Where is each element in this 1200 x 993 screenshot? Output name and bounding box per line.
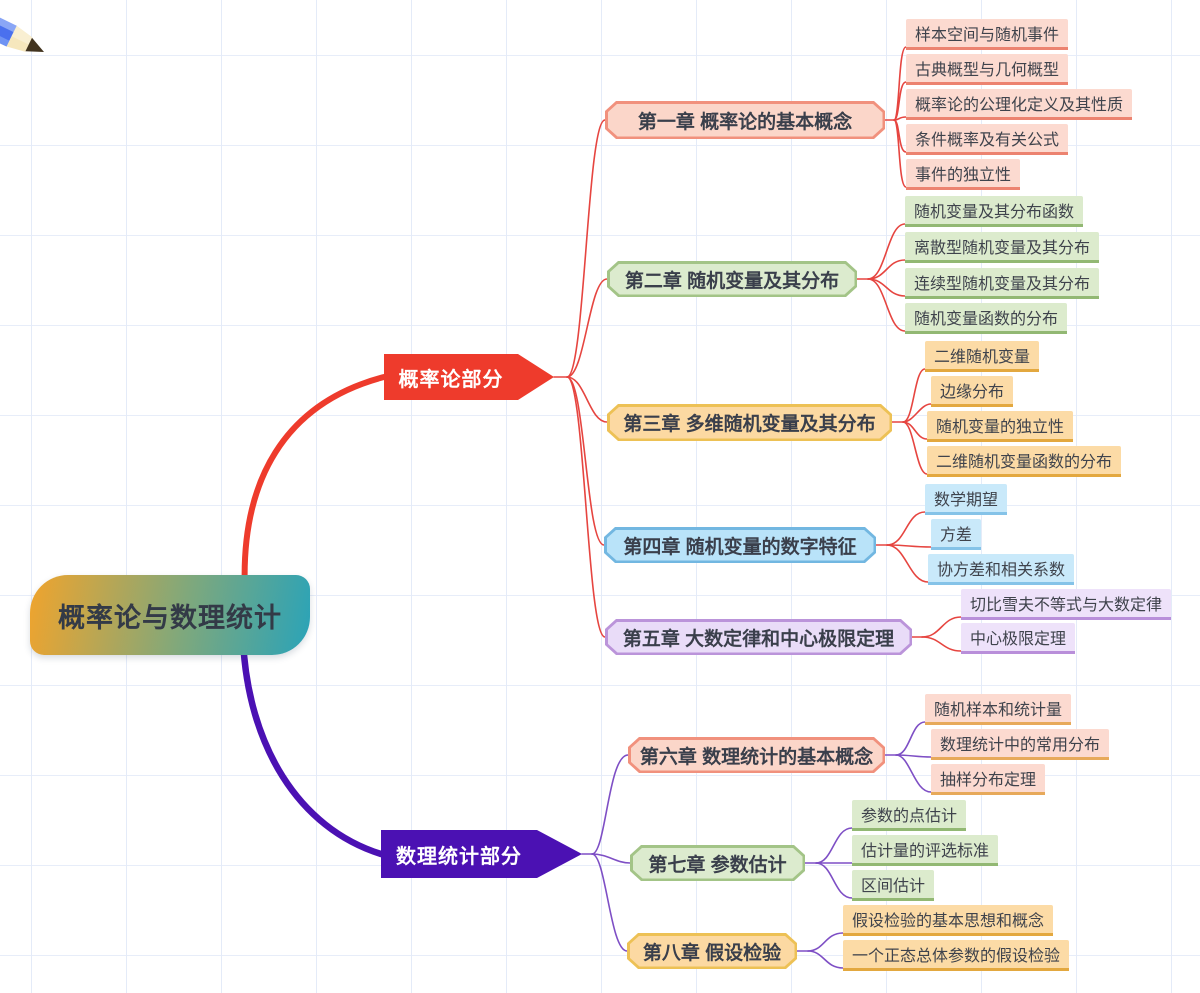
- topic-node[interactable]: 古典概型与几何概型: [906, 54, 1068, 85]
- topic-node[interactable]: 事件的独立性: [906, 159, 1020, 190]
- topic-node[interactable]: 方差: [931, 519, 981, 550]
- topic-node[interactable]: 随机变量的独立性: [927, 411, 1073, 442]
- topic-node[interactable]: 数学期望: [925, 484, 1007, 515]
- chapter-node-4[interactable]: 第四章 随机变量的数字特征: [604, 527, 876, 563]
- branch-node-probability[interactable]: 概率论部分: [384, 354, 554, 400]
- topic-node[interactable]: 概率论的公理化定义及其性质: [906, 89, 1132, 120]
- topic-node[interactable]: 条件概率及有关公式: [906, 124, 1068, 155]
- root-node[interactable]: 概率论与数理统计: [30, 575, 310, 655]
- topic-node[interactable]: 中心极限定理: [961, 623, 1075, 654]
- topic-node[interactable]: 协方差和相关系数: [928, 554, 1074, 585]
- chapter-label: 第四章 随机变量的数字特征: [607, 530, 874, 561]
- topic-node[interactable]: 离散型随机变量及其分布: [905, 232, 1099, 263]
- chapter-node-2[interactable]: 第二章 随机变量及其分布: [607, 261, 857, 297]
- topic-node[interactable]: 随机变量及其分布函数: [905, 196, 1083, 227]
- chapter-node-1[interactable]: 第一章 概率论的基本概念: [605, 101, 885, 139]
- topic-node[interactable]: 切比雪夫不等式与大数定律: [961, 589, 1171, 620]
- statistics-branch-connectors: [581, 721, 932, 969]
- chapter-label: 第三章 多维随机变量及其分布: [610, 407, 890, 439]
- topic-node[interactable]: 二维随机变量: [925, 341, 1039, 372]
- topic-node[interactable]: 区间估计: [852, 870, 934, 901]
- chapter-node-7[interactable]: 第七章 参数估计: [630, 845, 805, 881]
- chapter-label: 第八章 假设检验: [630, 936, 795, 967]
- chapter-label: 第二章 随机变量及其分布: [610, 264, 855, 295]
- probability-branch-connectors: [553, 46, 962, 652]
- chapter-label: 第五章 大数定律和中心极限定理: [608, 622, 910, 653]
- root-to-statistics-curve: [239, 636, 385, 858]
- topic-node[interactable]: 参数的点估计: [852, 800, 966, 831]
- topic-node[interactable]: 边缘分布: [931, 376, 1013, 407]
- branch-node-statistics[interactable]: 数理统计部分: [381, 830, 582, 878]
- topic-node[interactable]: 样本空间与随机事件: [906, 19, 1068, 50]
- chapter-node-8[interactable]: 第八章 假设检验: [627, 933, 797, 969]
- topic-node[interactable]: 数理统计中的常用分布: [931, 729, 1109, 760]
- root-to-probability-curve: [241, 374, 387, 595]
- topic-node[interactable]: 随机变量函数的分布: [905, 303, 1067, 334]
- chapter-node-3[interactable]: 第三章 多维随机变量及其分布: [607, 404, 892, 441]
- pencil-icon: [0, 0, 44, 52]
- chapter-label: 第七章 参数估计: [633, 848, 803, 879]
- chapter-label: 第六章 数理统计的基本概念: [631, 740, 883, 771]
- topic-node[interactable]: 二维随机变量函数的分布: [927, 446, 1121, 477]
- chapter-node-5[interactable]: 第五章 大数定律和中心极限定理: [605, 619, 912, 655]
- topic-node[interactable]: 假设检验的基本思想和概念: [843, 905, 1053, 936]
- chapter-node-6[interactable]: 第六章 数理统计的基本概念: [628, 737, 885, 773]
- topic-node[interactable]: 估计量的评选标准: [852, 835, 998, 866]
- topic-node[interactable]: 随机样本和统计量: [925, 694, 1071, 725]
- chapter-label: 第一章 概率论的基本概念: [608, 104, 883, 137]
- topic-node[interactable]: 一个正态总体参数的假设检验: [843, 940, 1069, 971]
- topic-node[interactable]: 抽样分布定理: [931, 764, 1045, 795]
- topic-node[interactable]: 连续型随机变量及其分布: [905, 268, 1099, 299]
